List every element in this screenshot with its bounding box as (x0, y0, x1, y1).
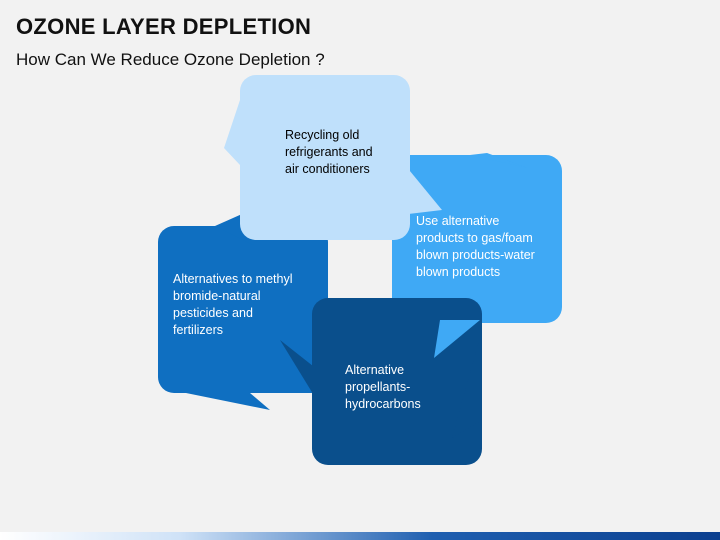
bubble-tail-right-bottom (452, 330, 482, 438)
label-line: Use alternative (416, 214, 500, 228)
bubble-tail-left-bottom (280, 340, 318, 402)
bubble-label-recycling: Recycling old refrigerants and air condi… (285, 127, 373, 178)
label-line: Alternatives to methyl (173, 272, 293, 286)
label-line: refrigerants and (285, 145, 373, 159)
page-subtitle: How Can We Reduce Ozone Depletion ? (16, 50, 325, 69)
label-line: products to gas/foam (416, 231, 533, 245)
bubble-tail-right-top (400, 165, 442, 215)
label-line: Recycling old (285, 128, 360, 142)
bubble-label-propellants: Alternative propellants- hydrocarbons (345, 362, 421, 413)
bubble-tail-left-top (224, 100, 240, 165)
bubble-tail-down-medium (434, 320, 480, 358)
label-line: blown products (416, 265, 501, 279)
label-line: hydrocarbons (345, 397, 421, 411)
label-line: blown products-water (416, 248, 535, 262)
label-line: Alternative (345, 363, 405, 377)
bubble-label-alternative-products: Use alternative products to gas/foam blo… (416, 213, 535, 281)
bubble-recycling (224, 75, 442, 240)
label-line: bromide-natural (173, 289, 261, 303)
label-line: air conditioners (285, 162, 370, 176)
page-title: OZONE LAYER DEPLETION (16, 14, 312, 39)
label-line: fertilizers (173, 323, 224, 337)
footer-gradient-bar (0, 532, 720, 540)
label-line: propellants- (345, 380, 411, 394)
bubble-tail-down-left (186, 393, 270, 410)
bubble-tail-up-right (470, 153, 528, 168)
bubble-label-methyl-bromide: Alternatives to methyl bromide-natural p… (173, 271, 293, 339)
label-line: pesticides and (173, 306, 253, 320)
